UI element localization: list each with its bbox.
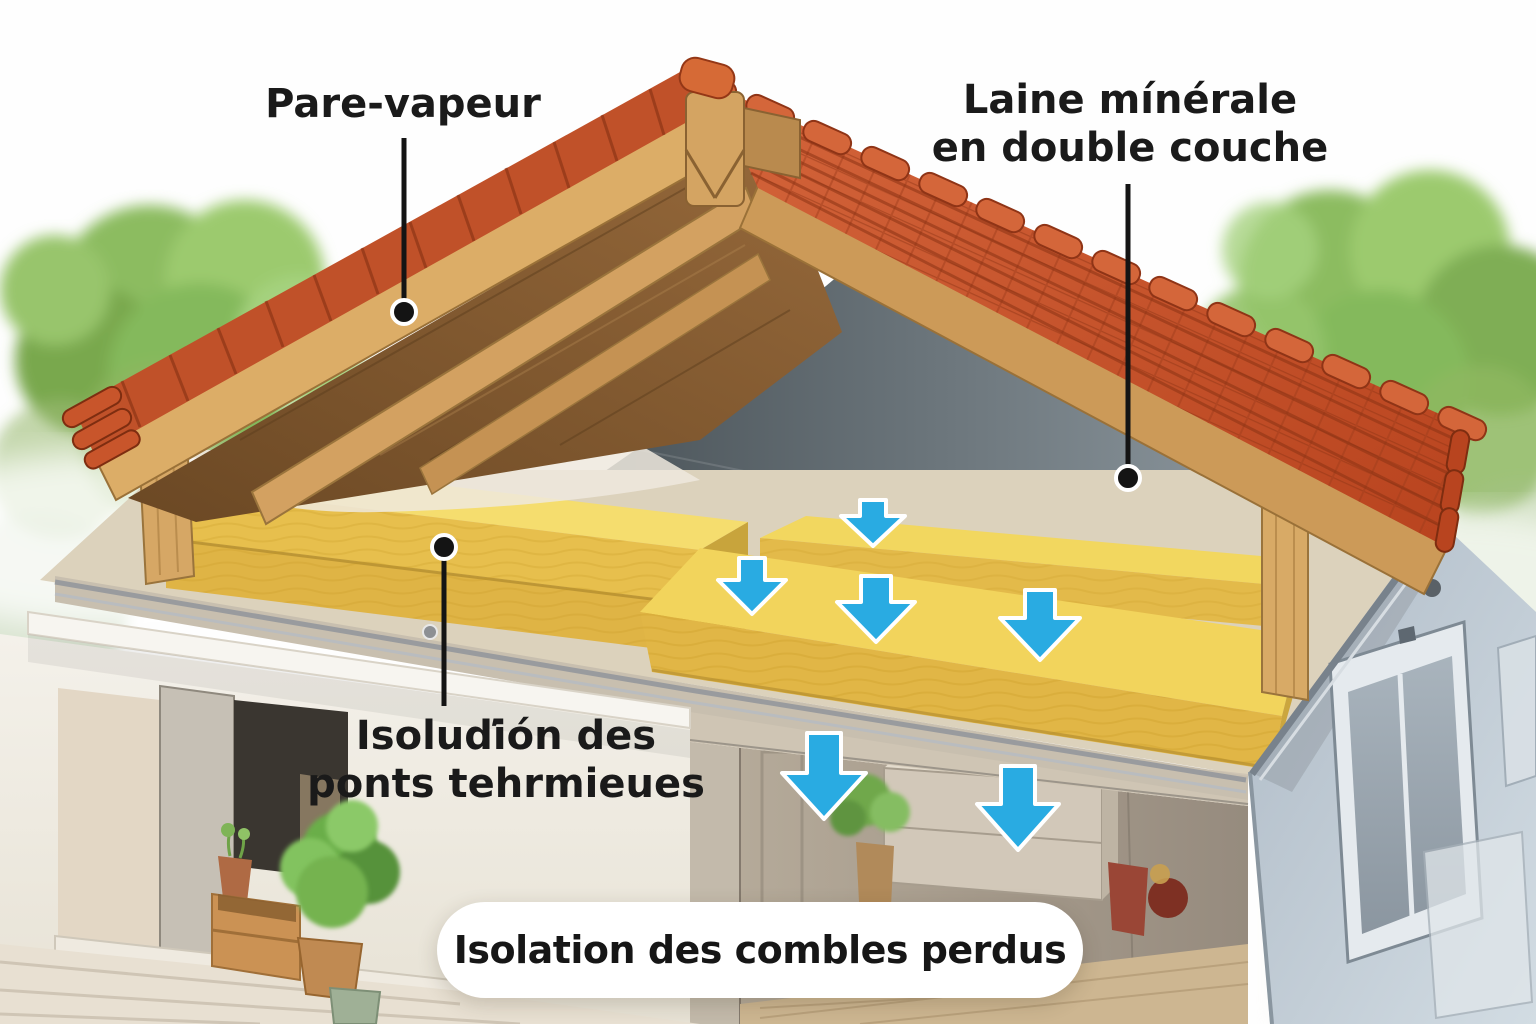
caption-text: Isolation des combles perdus bbox=[453, 928, 1067, 972]
label-mineral-wool: Laine mínérale en double couche bbox=[932, 76, 1329, 172]
down-arrow-icon bbox=[835, 574, 917, 644]
king-post bbox=[678, 56, 801, 207]
deck-planks bbox=[0, 960, 521, 1024]
base-slab-texture bbox=[640, 612, 1282, 770]
label-thermal-bridges-line2: ponts tehrmieues bbox=[307, 761, 705, 807]
right-wall-corner bbox=[1248, 771, 1274, 1024]
leader-dot bbox=[430, 533, 458, 561]
upper-slab-texture bbox=[760, 538, 1264, 626]
eave-shadow bbox=[1250, 518, 1450, 792]
roof-right-slope bbox=[687, 67, 1488, 596]
down-arrow-icon bbox=[998, 588, 1082, 662]
left-tile-strip bbox=[74, 62, 712, 454]
king-post-notch-left bbox=[684, 149, 717, 199]
label-mineral-wool-line1: Laine mínérale bbox=[962, 77, 1298, 123]
right-window-lower bbox=[1422, 830, 1534, 1020]
leader-dot bbox=[390, 298, 418, 326]
wooden-crate bbox=[211, 892, 301, 982]
upper-slab-top-face bbox=[760, 516, 1306, 584]
king-post-side-block bbox=[743, 106, 801, 180]
potted-plant-large bbox=[280, 800, 400, 1024]
down-arrow-icon bbox=[839, 498, 907, 548]
label-mineral-wool-line2: en double couche bbox=[931, 125, 1329, 171]
down-arrow-icon bbox=[716, 556, 788, 616]
room-ceiling-groove bbox=[689, 739, 1249, 805]
label-vapor-barrier: Pare-vapeur bbox=[265, 80, 541, 128]
left-stack-texture bbox=[166, 484, 700, 654]
rail-bolt bbox=[422, 624, 438, 640]
apex-ridge-cap bbox=[678, 56, 736, 100]
caption-pill: Isolation des combles perdus bbox=[437, 902, 1083, 998]
leader-lines bbox=[390, 138, 1142, 706]
right-window-partial bbox=[1496, 634, 1536, 788]
right-edge-tile-ends bbox=[1434, 429, 1471, 553]
potted-plant-small bbox=[218, 823, 252, 902]
down-arrow-icon bbox=[780, 731, 868, 821]
ridge-caps bbox=[687, 67, 1488, 442]
label-thermal-bridges-line1: Isoluďión des bbox=[355, 713, 657, 759]
floor-rail-inner bbox=[54, 592, 1247, 794]
left-wall bbox=[0, 610, 700, 1024]
attic-floor-edge bbox=[54, 576, 1248, 800]
floor-rail-outer bbox=[54, 579, 1247, 783]
label-vapor-barrier-text: Pare-vapeur bbox=[265, 81, 541, 127]
left-tile-separators bbox=[120, 88, 666, 428]
base-slab-bottom-edge bbox=[651, 668, 1273, 770]
leader-dot bbox=[1114, 464, 1142, 492]
king-post-block bbox=[685, 91, 745, 207]
tile-row-lines bbox=[716, 97, 1464, 533]
insulation-base-slab bbox=[640, 548, 1302, 770]
king-post-notch-right bbox=[713, 149, 746, 199]
window-mullion bbox=[1397, 673, 1415, 917]
porch-inner-wall bbox=[58, 688, 160, 952]
left-eave-tile-ends bbox=[61, 385, 141, 470]
left-wall-cap bbox=[27, 610, 691, 730]
cap-shadow bbox=[28, 634, 690, 758]
down-arrow-icon bbox=[975, 764, 1061, 852]
window-vent bbox=[1398, 626, 1416, 644]
purlin-lower bbox=[419, 252, 771, 496]
label-thermal-bridges: Isoluďión des ponts tehrmieues bbox=[307, 712, 705, 808]
room-objects bbox=[1108, 862, 1188, 936]
base-slab-top-face bbox=[640, 548, 1302, 716]
heat-flow-arrows bbox=[716, 498, 1082, 852]
